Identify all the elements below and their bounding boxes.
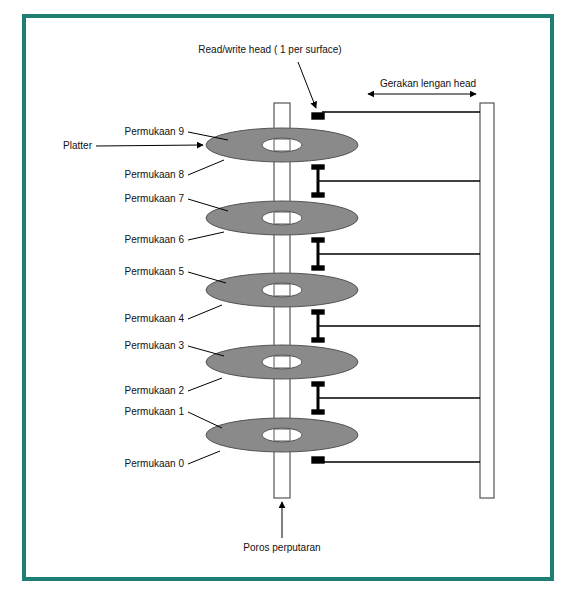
surface-label: Permukaan 5 (125, 266, 184, 278)
label-text: Permukaan 7 (125, 193, 184, 204)
surface-label: Permukaan 6 (125, 234, 184, 246)
heads-and-arms (312, 112, 480, 463)
callout-label: Gerakan lengan head (380, 78, 476, 90)
surface-label: Permukaan 0 (125, 458, 184, 470)
surface-label: Permukaan 2 (125, 385, 184, 397)
label-text: Permukaan 4 (125, 313, 184, 324)
label-text: Permukaan 2 (125, 385, 184, 396)
surface-label: Permukaan 7 (125, 193, 184, 205)
callout-label: Poros perputaran (243, 542, 320, 554)
label-text: Permukaan 0 (125, 458, 184, 469)
surface-label: Permukaan 4 (125, 313, 184, 325)
label-text: Permukaan 3 (125, 340, 184, 351)
surface-label: Permukaan 3 (125, 340, 184, 352)
surface-label: Permukaan 9 (125, 126, 184, 138)
label-text: Permukaan 8 (125, 169, 184, 180)
surface-label: Permukaan 1 (125, 406, 184, 418)
label-text: Poros perputaran (243, 542, 320, 553)
label-text: Read/write head ( 1 per surface) (198, 44, 341, 55)
label-text: Platter (63, 140, 92, 151)
callout-label: Read/write head ( 1 per surface) (198, 44, 341, 56)
label-text: Permukaan 5 (125, 266, 184, 277)
arm-bar (480, 103, 494, 498)
label-text: Gerakan lengan head (380, 78, 476, 89)
platters (206, 128, 358, 452)
label-text: Permukaan 1 (125, 406, 184, 417)
label-text: Permukaan 9 (125, 126, 184, 137)
leader-lines (96, 62, 476, 538)
callout-label: Platter (63, 140, 92, 152)
surface-label: Permukaan 8 (125, 169, 184, 181)
label-text: Permukaan 6 (125, 234, 184, 245)
frame (24, 16, 552, 579)
